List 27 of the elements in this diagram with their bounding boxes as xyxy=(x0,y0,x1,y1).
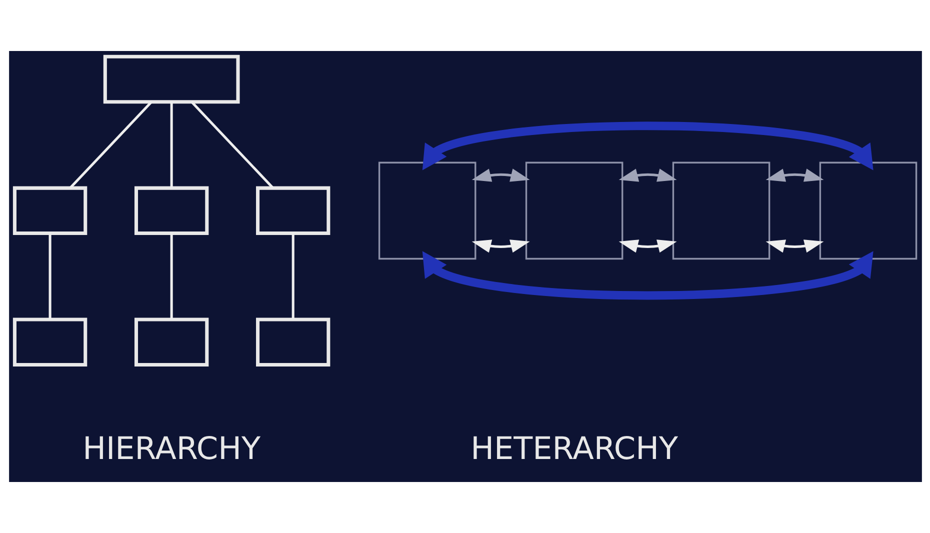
node-box xyxy=(256,318,330,366)
node-box xyxy=(134,186,208,236)
arrow xyxy=(422,122,873,170)
arrow xyxy=(765,168,824,182)
node-box xyxy=(12,318,87,366)
label: HETERARCHY xyxy=(470,430,678,467)
node-box xyxy=(672,162,770,260)
arrow xyxy=(422,251,873,300)
node-box xyxy=(102,54,240,104)
connector xyxy=(68,101,152,189)
arrow xyxy=(471,168,530,182)
connector xyxy=(48,233,51,320)
node-box xyxy=(12,186,87,236)
node-box xyxy=(524,162,623,260)
connector xyxy=(291,233,294,320)
node-box xyxy=(378,162,476,260)
node-box xyxy=(818,162,917,260)
arrow xyxy=(618,168,676,182)
node-box xyxy=(134,318,208,366)
arrow xyxy=(618,240,676,253)
connector xyxy=(170,233,172,320)
arrow xyxy=(471,240,530,253)
label: HIERARCHY xyxy=(82,430,260,467)
connector xyxy=(190,101,274,189)
arrow xyxy=(765,240,824,253)
connector xyxy=(170,102,172,188)
node-box xyxy=(256,186,330,236)
